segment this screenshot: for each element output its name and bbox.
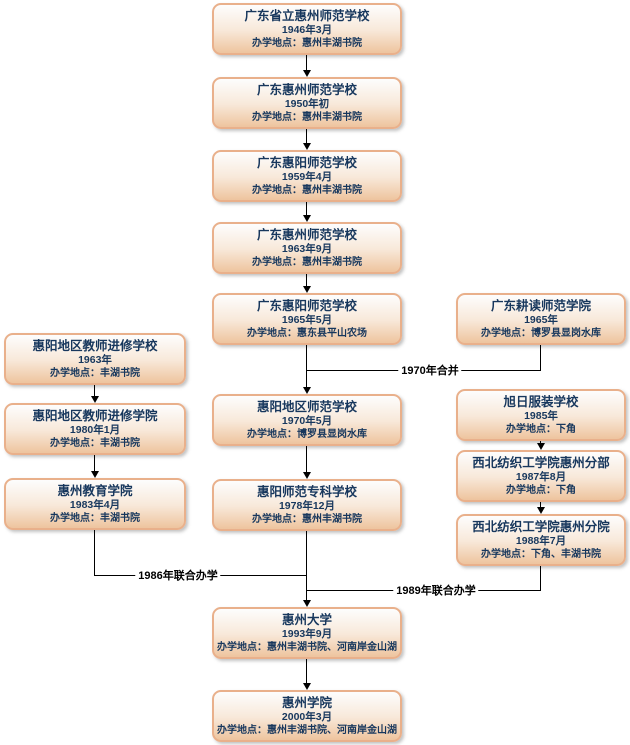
node-location: 办学地点：惠州丰湖书院 [252, 257, 362, 268]
node-location: 办学地点：惠东县平山农场 [247, 328, 367, 339]
node-title: 惠阳师范专科学校 [256, 485, 357, 499]
node-date: 1965年5月 [281, 314, 333, 326]
node-title: 旭日服装学校 [503, 395, 579, 409]
arrowhead-down [537, 443, 545, 450]
node-location: 办学地点：惠州丰湖书院 [252, 38, 362, 49]
node-date: 1988年7月 [515, 535, 567, 547]
node-center-5: 广东惠阳师范学校 1965年5月 办学地点：惠东县平山农场 [212, 293, 402, 345]
node-location: 办学地点：下角 [506, 485, 576, 496]
node-center-8: 惠州大学 1993年9月 办学地点：惠州丰湖书院、河南岸金山湖 [212, 607, 402, 659]
node-location: 办学地点：惠州丰湖书院 [252, 185, 362, 196]
node-location: 办学地点：惠州丰湖书院、河南岸金山湖 [217, 725, 397, 736]
connector-line [540, 345, 541, 371]
node-left-1: 惠阳地区教师进修学校 1963年 办学地点：丰湖书院 [4, 333, 186, 385]
connector-line [540, 566, 541, 591]
node-location: 办学地点：博罗县显岗水库 [247, 429, 367, 440]
node-date: 1959年4月 [281, 171, 333, 183]
arrowhead-down [303, 215, 311, 222]
connector-line [94, 530, 95, 576]
node-date: 1978年12月 [278, 500, 336, 512]
connector-line [540, 441, 541, 444]
node-title: 惠阳地区教师进修学校 [32, 339, 158, 353]
joint-label-1989: 1989年联合办学 [393, 584, 479, 598]
node-location: 办学地点：惠州丰湖书院 [252, 514, 362, 525]
node-date: 1983年4月 [69, 499, 121, 511]
connector-line [306, 345, 307, 387]
node-date: 1970年5月 [281, 415, 333, 427]
arrowhead-down [303, 143, 311, 150]
joint-label-1986: 1986年联合办学 [135, 569, 221, 583]
node-left-3: 惠州教育学院 1983年4月 办学地点：丰湖书院 [4, 478, 186, 530]
arrowhead-down [303, 70, 311, 77]
node-title: 广东惠阳师范学校 [256, 299, 357, 313]
connector-line [306, 531, 307, 600]
merge-label-1970: 1970年合并 [398, 364, 462, 378]
node-location: 办学地点：惠州丰湖书院 [252, 112, 362, 123]
node-title: 惠州教育学院 [57, 484, 133, 498]
node-date: 1987年8月 [515, 471, 567, 483]
node-location: 办学地点：下角、丰湖书院 [481, 549, 601, 560]
node-title: 惠阳地区师范学校 [256, 400, 357, 414]
node-location: 办学地点：丰湖书院 [50, 438, 140, 449]
arrowhead-down [91, 471, 99, 478]
node-date: 1963年 [78, 354, 112, 366]
node-date: 1965年 [524, 314, 558, 326]
node-center-7: 惠阳师范专科学校 1978年12月 办学地点：惠州丰湖书院 [212, 479, 402, 531]
node-center-3: 广东惠阳师范学校 1959年4月 办学地点：惠州丰湖书院 [212, 150, 402, 202]
connector-line [540, 502, 541, 507]
node-center-1: 广东省立惠州师范学校 1946年3月 办学地点：惠州丰湖书院 [212, 3, 402, 55]
node-date: 1950年初 [284, 98, 330, 110]
arrowhead-down [91, 396, 99, 403]
node-center-2: 广东惠州师范学校 1950年初 办学地点：惠州丰湖书院 [212, 77, 402, 129]
node-title: 广东惠州师范学校 [256, 83, 357, 97]
node-right-2: 旭日服装学校 1985年 办学地点：下角 [456, 389, 626, 441]
node-date: 1993年9月 [281, 628, 333, 640]
connector-line [306, 55, 307, 70]
connector-line [94, 455, 95, 471]
node-location: 办学地点：丰湖书院 [50, 513, 140, 524]
arrowhead-down [303, 472, 311, 479]
node-title: 西北纺织工学院惠州分院 [472, 520, 610, 534]
connector-line [306, 446, 307, 472]
node-date: 1985年 [524, 410, 558, 422]
node-center-4: 广东惠州师范学校 1963年9月 办学地点：惠州丰湖书院 [212, 222, 402, 274]
connector-line [306, 202, 307, 215]
connector-line [306, 659, 307, 683]
node-right-4: 西北纺织工学院惠州分院 1988年7月 办学地点：下角、丰湖书院 [456, 514, 626, 566]
node-center-6: 惠阳地区师范学校 1970年5月 办学地点：博罗县显岗水库 [212, 394, 402, 446]
node-title: 广东惠州师范学校 [256, 228, 357, 242]
node-title: 广东省立惠州师范学校 [244, 9, 370, 23]
arrowhead-down [303, 286, 311, 293]
node-date: 1980年1月 [69, 424, 121, 436]
node-center-9: 惠州学院 2000年3月 办学地点：惠州丰湖书院、河南岸金山湖 [212, 690, 402, 742]
arrowhead-down [303, 387, 311, 394]
node-date: 1963年9月 [281, 243, 333, 255]
node-location: 办学地点：下角 [506, 424, 576, 435]
node-title: 西北纺织工学院惠州分部 [472, 456, 610, 470]
node-location: 办学地点：惠州丰湖书院、河南岸金山湖 [217, 642, 397, 653]
node-date: 2000年3月 [281, 711, 333, 723]
node-title: 惠州学院 [281, 696, 332, 710]
node-location: 办学地点：丰湖书院 [50, 368, 140, 379]
connector-line [94, 385, 95, 396]
node-title: 广东惠阳师范学校 [256, 156, 357, 170]
node-right-3: 西北纺织工学院惠州分部 1987年8月 办学地点：下角 [456, 450, 626, 502]
node-title: 广东耕读师范学院 [490, 299, 591, 313]
arrowhead-down [303, 600, 311, 607]
connector-line [306, 129, 307, 143]
node-title: 惠州大学 [281, 613, 332, 627]
connector-line [306, 274, 307, 286]
node-date: 1946年3月 [281, 24, 333, 36]
node-title: 惠阳地区教师进修学院 [32, 409, 158, 423]
node-left-2: 惠阳地区教师进修学院 1980年1月 办学地点：丰湖书院 [4, 403, 186, 455]
arrowhead-down [537, 507, 545, 514]
node-location: 办学地点：博罗县显岗水库 [481, 328, 601, 339]
arrowhead-down [303, 683, 311, 690]
node-right-1: 广东耕读师范学院 1965年 办学地点：博罗县显岗水库 [456, 293, 626, 345]
